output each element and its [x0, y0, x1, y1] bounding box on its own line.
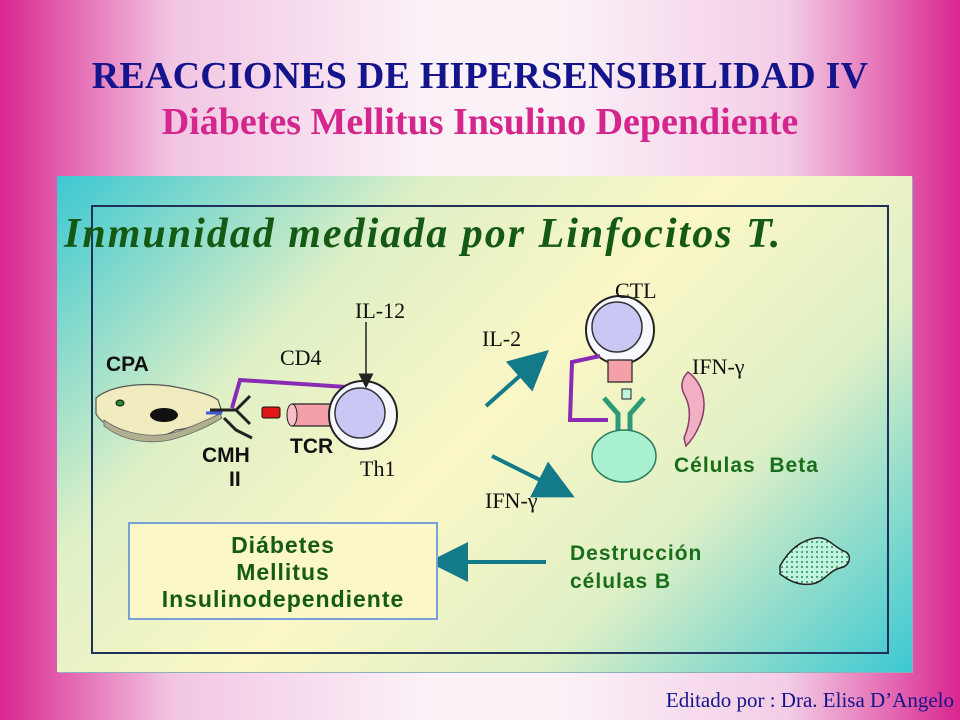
label-th1: Th1 — [360, 456, 396, 481]
outcome-line-2: Mellitus — [236, 559, 330, 585]
label-cd4: CD4 — [280, 345, 322, 370]
label-il12: IL-12 — [355, 298, 406, 323]
destroyed-cell-fragment — [779, 537, 851, 586]
ctl-cell-nucleus — [591, 301, 643, 353]
outcome-box: Diábetes Mellitus Insulinodependiente — [128, 522, 438, 620]
apc-nucleus — [150, 408, 178, 422]
label-destruction-1: Destrucción — [570, 542, 703, 565]
label-ifn-right: IFN-γ — [692, 354, 745, 379]
th1-cell-nucleus — [334, 387, 386, 439]
outcome-line-3: Insulinodependiente — [161, 586, 405, 612]
diagram-heading: Inmunidad mediada por Linfocitos T. — [64, 211, 783, 257]
beta-receptor — [602, 396, 646, 436]
label-cmh: CMH — [202, 444, 250, 467]
ctl-receptor — [607, 359, 633, 383]
slide-subtitle: Diábetes Mellitus Insulino Dependiente — [161, 101, 799, 143]
footer-credit: Editado por : Dra. Elisa D’Angelo — [665, 688, 954, 712]
ctl-peptide — [621, 388, 632, 400]
label-destruction-2: células B — [570, 570, 672, 593]
tcr-end — [286, 403, 298, 427]
arrow-to-beta — [491, 454, 575, 498]
label-ifn-bottom: IFN-γ — [485, 488, 538, 513]
arrow-to-ctl — [484, 350, 549, 408]
apc-cell-shadow — [103, 413, 223, 443]
beta-cell — [591, 429, 657, 483]
peptide-antigen — [261, 406, 281, 419]
label-cpa: CPA — [106, 353, 149, 376]
label-il2: IL-2 — [482, 326, 522, 351]
label-tcr: TCR — [290, 435, 334, 458]
label-ctl: CTL — [615, 278, 657, 303]
apc-granule — [115, 399, 125, 407]
label-beta-cells: Células Beta — [674, 454, 819, 477]
diagram-frame — [91, 205, 889, 654]
outcome-line-1: Diábetes — [231, 532, 335, 558]
ctl-link — [567, 354, 608, 422]
slide-title: REACCIONES DE HIPERSENSIBILIDAD IV — [91, 55, 869, 97]
label-cmh-class: II — [229, 468, 241, 491]
mhc-ii-molecule — [210, 394, 253, 440]
ifn-curved-arrow — [681, 371, 705, 448]
